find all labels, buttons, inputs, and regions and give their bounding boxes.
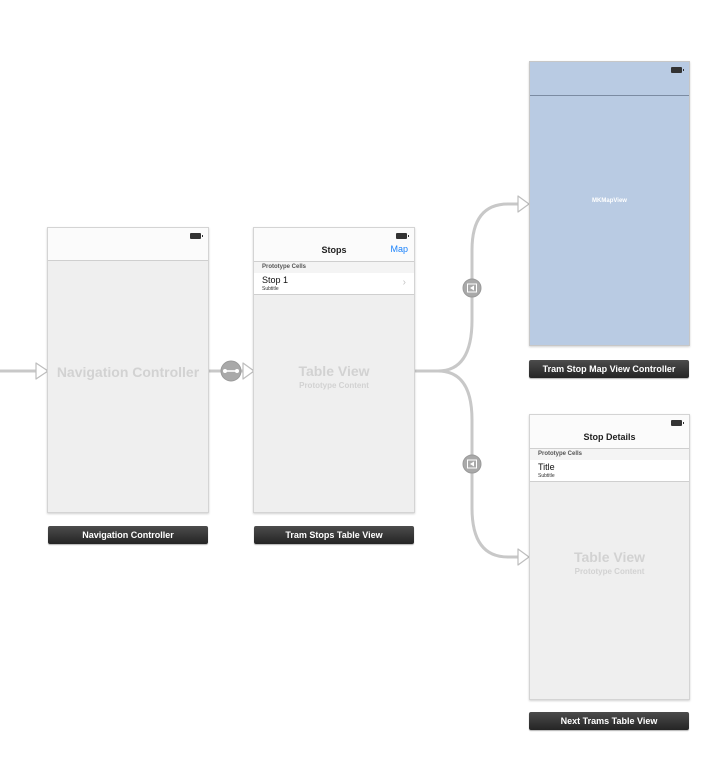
battery-icon xyxy=(671,420,684,426)
prototype-cells-header: Prototype Cells xyxy=(530,449,689,460)
cell-subtitle: Subtitle xyxy=(262,286,279,292)
prototype-cells-header: Prototype Cells xyxy=(254,262,414,273)
table-view-placeholder-title: Table View xyxy=(298,363,370,379)
arrow-head-map xyxy=(517,195,530,213)
table-view-placeholder-subtitle: Prototype Content xyxy=(574,567,645,576)
chevron-right-icon: › xyxy=(402,277,406,288)
arrow-head-stops xyxy=(242,362,255,380)
table-view-placeholder-subtitle: Prototype Content xyxy=(299,381,369,390)
prototype-cell[interactable]: Title Subtitle xyxy=(530,460,689,482)
scene-label-next-trams[interactable]: Next Trams Table View xyxy=(529,712,689,730)
next-trams-scene[interactable]: Stop Details Prototype Cells Title Subti… xyxy=(529,414,690,700)
battery-icon xyxy=(671,67,684,73)
scene-placeholder-title: Navigation Controller xyxy=(56,364,200,380)
arrow-head-details xyxy=(517,548,530,566)
map-view-scene[interactable]: MKMapView xyxy=(529,61,690,346)
scene-label-tram-stops[interactable]: Tram Stops Table View xyxy=(254,526,414,544)
scene-label-map-view[interactable]: Tram Stop Map View Controller xyxy=(529,360,689,378)
navigation-bar: Stops Map xyxy=(254,228,414,262)
mkmapview-label: MKMapView xyxy=(592,198,627,204)
nav-title: Stops xyxy=(321,245,347,255)
battery-icon xyxy=(190,233,203,239)
nav-title: Stop Details xyxy=(583,432,636,442)
cell-title: Title xyxy=(538,462,555,472)
prototype-cell[interactable]: Stop 1 Subtitle › xyxy=(254,273,414,295)
navigation-controller-scene[interactable]: Navigation Controller xyxy=(47,227,209,513)
relationship-segue-icon xyxy=(220,360,242,382)
map-bar-button[interactable]: Map xyxy=(390,244,408,254)
table-view-placeholder-title: Table View xyxy=(573,549,646,565)
cell-subtitle: Subtitle xyxy=(538,473,555,479)
entry-arrow-head xyxy=(35,362,49,380)
cell-title: Stop 1 xyxy=(262,275,289,285)
push-segue-icon xyxy=(462,454,482,474)
navigation-bar xyxy=(48,228,208,261)
battery-icon xyxy=(396,233,409,239)
tram-stops-scene[interactable]: Stops Map Prototype Cells Stop 1 Subtitl… xyxy=(253,227,415,513)
push-segue-icon xyxy=(462,278,482,298)
scene-label-navigation-controller[interactable]: Navigation Controller xyxy=(48,526,208,544)
navigation-bar xyxy=(530,62,689,96)
navigation-bar: Stop Details xyxy=(530,415,689,449)
